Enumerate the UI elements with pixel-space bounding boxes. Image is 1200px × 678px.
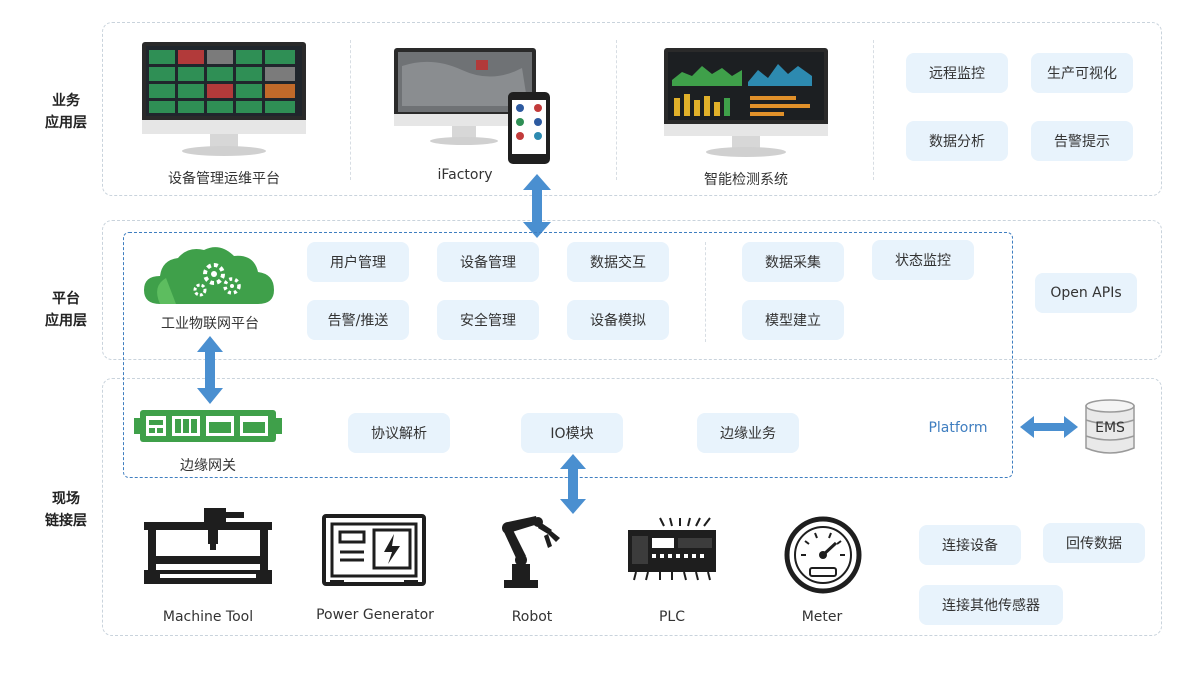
module-model-building: 模型建立 [742,300,844,340]
business-screen-caption-3: 智能检测系统 [704,172,788,188]
platform-layer-label-line1: 平台 [52,291,80,307]
plc-icon [626,516,718,582]
edge-module-io: IO模块 [521,413,623,453]
business-layer-frame [102,22,1162,196]
module-data-collection: 数据采集 [742,242,844,282]
monitor-dashboard-grid-icon [140,40,308,158]
module-device-management: 设备管理 [437,242,539,282]
module-security-management: 安全管理 [437,300,539,340]
business-screen-caption-2: iFactory [437,167,493,183]
platform-separator [705,242,706,342]
edge-module-business: 边缘业务 [697,413,799,453]
action-connect-other-sensors: 连接其他传感器 [919,585,1063,625]
business-separator-1 [350,40,351,180]
edge-gateway-caption: 边缘网关 [180,458,236,474]
robot-arm-icon [494,514,564,590]
field-layer-label-line1: 现场 [52,491,80,507]
iot-cloud-gear-icon [142,246,276,306]
business-feature-production-visualization: 生产可视化 [1031,53,1133,93]
action-connect-devices: 连接设备 [919,525,1021,565]
edge-gateway-icon [134,408,282,444]
module-data-interaction: 数据交互 [567,242,669,282]
ems-label: EMS [1095,420,1125,436]
business-layer-label: 业务 应用层 [36,90,96,134]
business-feature-data-analysis: 数据分析 [906,121,1008,161]
platform-layer-label: 平台 应用层 [36,288,96,332]
edge-device-arrow-icon [559,454,587,514]
module-alarm-push: 告警/推送 [307,300,409,340]
monitor-map-and-phone-icon [392,46,552,166]
cloud-gateway-arrow-icon [196,336,224,404]
monitor-analytics-charts-icon [662,46,830,160]
business-platform-arrow-icon [522,174,552,238]
meter-icon [776,516,870,594]
platform-layer-label-line2: 应用层 [45,313,87,329]
device-caption-meter: Meter [801,609,843,625]
platform-layer-frame [102,220,1162,360]
field-layer-label-line2: 链接层 [45,513,87,529]
device-caption-robot: Robot [511,609,553,625]
module-user-management: 用户管理 [307,242,409,282]
business-separator-2 [616,40,617,180]
iot-platform-caption: 工业物联网平台 [161,316,259,332]
ems-database-icon [1084,398,1136,458]
device-caption-machine-tool: Machine Tool [162,609,254,625]
module-device-simulation: 设备模拟 [567,300,669,340]
business-layer-label-line2: 应用层 [45,115,87,131]
platform-ems-arrow-icon [1020,416,1078,438]
machine-tool-icon [144,508,272,586]
business-layer-label-line1: 业务 [52,93,80,109]
field-layer-label: 现场 链接层 [36,488,96,532]
business-screen-caption-1: 设备管理运维平台 [168,171,280,187]
platform-label: Platform [928,420,988,436]
business-feature-remote-monitoring: 远程监控 [906,53,1008,93]
business-separator-3 [873,40,874,180]
module-status-monitoring: 状态监控 [872,240,974,280]
power-generator-icon [322,514,426,586]
field-layer-frame [102,378,1162,636]
business-feature-alarm-notification: 告警提示 [1031,121,1133,161]
open-apis-box: Open APIs [1035,273,1137,313]
device-caption-plc: PLC [658,609,686,625]
edge-module-protocol-parsing: 协议解析 [348,413,450,453]
device-caption-power-generator: Power Generator [316,607,434,623]
action-return-data: 回传数据 [1043,523,1145,563]
